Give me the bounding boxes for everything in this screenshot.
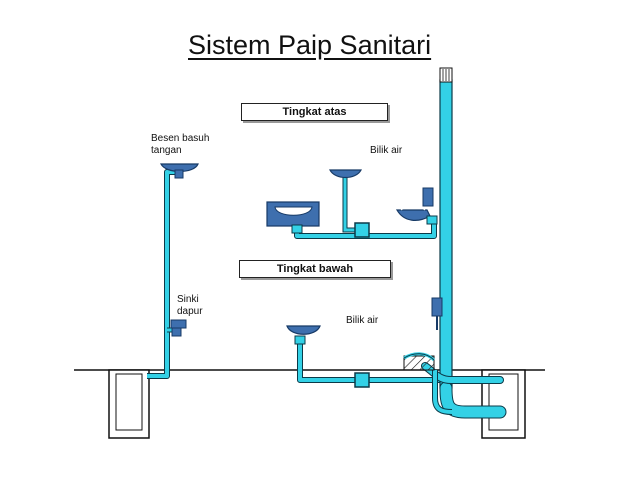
kitchen-sink-label-line-2: dapur: [177, 306, 203, 317]
bathtub-icon: [266, 201, 320, 227]
upper-drain-connector: [291, 224, 303, 234]
lower-floor-label: Tingkat bawah: [239, 260, 391, 278]
kitchen-sink-label-line-1: Sinki: [177, 294, 199, 305]
upper-pipe-joint: [354, 222, 370, 238]
left-pit: [108, 369, 150, 439]
upper-toilet-connector: [426, 215, 438, 225]
upper-floor-label: Tingkat atas: [241, 103, 388, 121]
upper-branch-fill: [343, 174, 355, 232]
lower-bend-pipe-fill: [440, 382, 506, 418]
lower-drain-connector: [294, 335, 306, 345]
basin-icon: [160, 163, 199, 179]
main-stack: [439, 79, 453, 389]
second-stack-pipe-fill: [433, 370, 453, 414]
lower-floor-pipe-fill: [298, 338, 440, 382]
right-pit: [481, 369, 526, 439]
kitchen-sink-icon: [170, 319, 187, 329]
basin-label-line-1: Besen basuh: [151, 133, 210, 144]
lower-basin-icon: [286, 325, 321, 335]
lower-toilet-label: Bilik air: [346, 315, 379, 326]
lower-toilet-icon: [431, 297, 443, 330]
basin-drain-pipe: [147, 169, 183, 379]
floor-trap-icon: [403, 352, 436, 371]
basin-label-line-2: tangan: [151, 145, 182, 156]
upper-toilet-label: Bilik air: [370, 145, 403, 156]
basin-drain-pipe-fill: [147, 170, 182, 378]
diagram-title: Sistem Paip Sanitari: [188, 30, 432, 60]
lower-pipe-joint: [354, 372, 370, 388]
upper-basin-icon: [329, 169, 362, 179]
